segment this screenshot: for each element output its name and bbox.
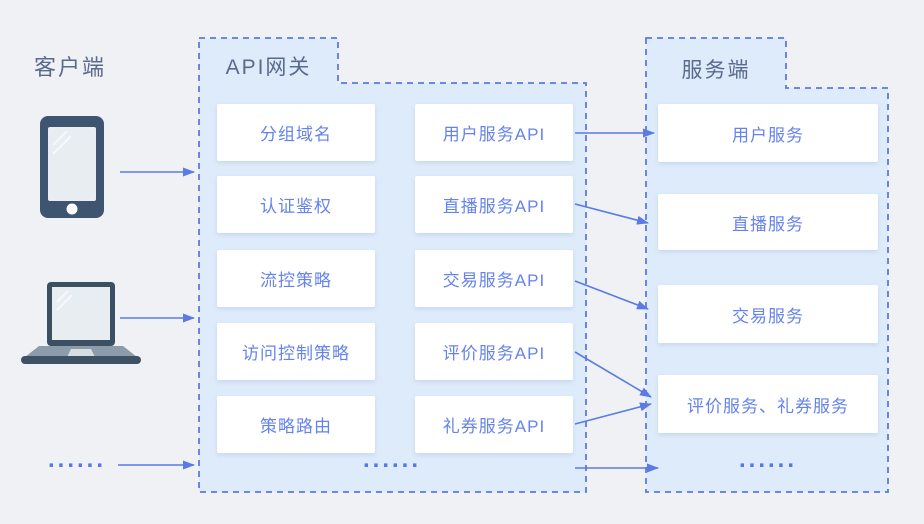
client-ellipsis: ...... [47, 446, 106, 473]
backend-section-title: 服务端 [681, 59, 751, 82]
api-box-user-service: 用户服务API [415, 104, 573, 161]
policy-box-auth: 认证鉴权 [217, 176, 375, 233]
policy-box-routing: 策略路由 [217, 396, 375, 453]
service-box-review-coupon: 评价服务、礼券服务 [658, 375, 878, 433]
laptop-icon [21, 282, 141, 364]
gateway-ellipsis: ...... [362, 446, 421, 473]
api-box-live-service: 直播服务API [415, 176, 573, 233]
gateway-section-title: API网关 [225, 56, 312, 79]
arrow-review-api-to-review-service [574, 351, 652, 398]
service-box-trade: 交易服务 [658, 285, 878, 343]
api-box-coupon-service: 礼券服务API [415, 396, 573, 453]
arrow-live-api-to-live-service [574, 203, 649, 225]
policy-box-group-domain: 分组域名 [217, 104, 375, 161]
arrow-coupon-api-to-review-service [574, 402, 652, 425]
backend-ellipsis: ...... [738, 446, 797, 473]
api-box-trade-service: 交易服务API [415, 250, 573, 307]
arrow-trade-api-to-trade-service [574, 280, 649, 310]
service-box-live: 直播服务 [658, 194, 878, 250]
phone-icon [40, 116, 104, 218]
policy-box-access-control: 访问控制策略 [217, 323, 375, 380]
client-section-title: 客户端 [34, 55, 107, 80]
service-box-user: 用户服务 [658, 104, 878, 162]
policy-box-flow-control: 流控策略 [217, 250, 375, 307]
api-box-review-service: 评价服务API [415, 323, 573, 380]
